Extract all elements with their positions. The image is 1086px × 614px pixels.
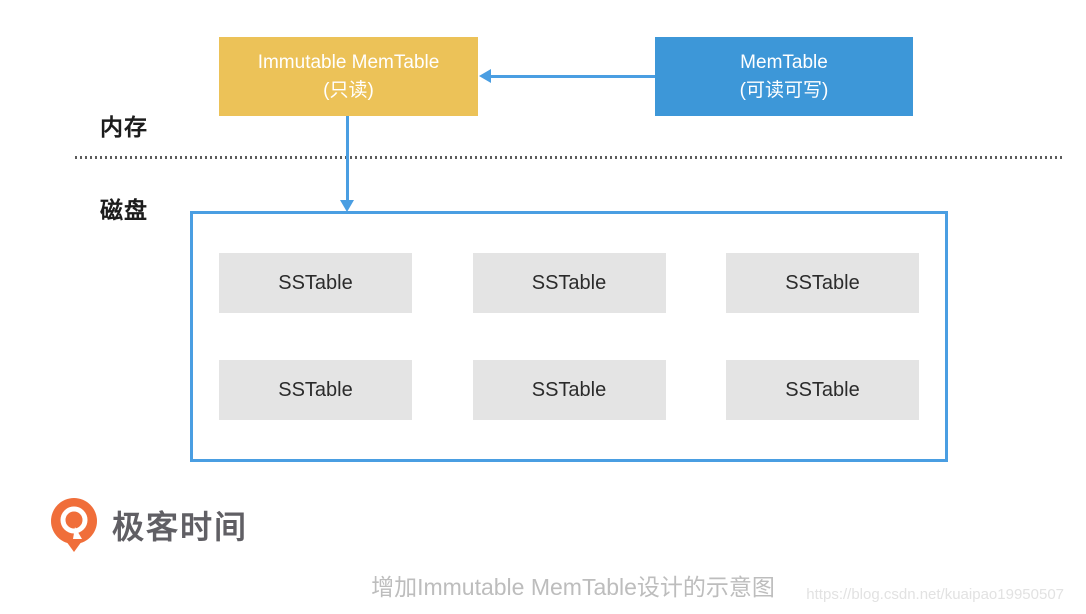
sstable-box: SSTable	[219, 253, 412, 313]
down-arrowhead-icon	[340, 200, 354, 212]
left-arrowhead-icon	[479, 69, 491, 83]
memtable-subtitle: (可读可写)	[739, 79, 829, 101]
sstable-row-bottom: SSTable SSTable SSTable	[219, 360, 919, 420]
disk-tier-label: 磁盘	[100, 197, 148, 223]
memtable-title: MemTable	[740, 51, 828, 73]
geektime-logo: 极客时间	[48, 497, 248, 553]
memtable-to-immutable-arrow-line	[490, 75, 655, 78]
immutable-memtable-subtitle: (只读)	[323, 79, 374, 101]
sstable-box: SSTable	[472, 253, 666, 313]
disk-container: SSTable SSTable SSTable SSTable SSTable …	[190, 211, 948, 462]
memory-disk-divider-line	[75, 156, 1062, 159]
watermark-url: https://blog.csdn.net/kuaipao19950507	[806, 586, 1064, 603]
sstable-box: SSTable	[472, 360, 666, 420]
memtable-box: MemTable (可读可写)	[655, 37, 913, 116]
immutable-memtable-title: Immutable MemTable	[257, 51, 440, 73]
immutable-memtable-box: Immutable MemTable (只读)	[219, 37, 478, 116]
diagram-caption: 增加Immutable MemTable设计的示意图	[371, 574, 775, 600]
sstable-box: SSTable	[726, 253, 919, 313]
geektime-pin-icon	[51, 498, 97, 552]
sstable-box: SSTable	[219, 360, 412, 420]
geektime-logo-text: 极客时间	[112, 509, 249, 545]
sstable-row-top: SSTable SSTable SSTable	[219, 253, 919, 313]
immutable-to-disk-arrow-line	[346, 116, 349, 202]
memory-tier-label: 内存	[100, 114, 148, 140]
sstable-box: SSTable	[726, 360, 919, 420]
